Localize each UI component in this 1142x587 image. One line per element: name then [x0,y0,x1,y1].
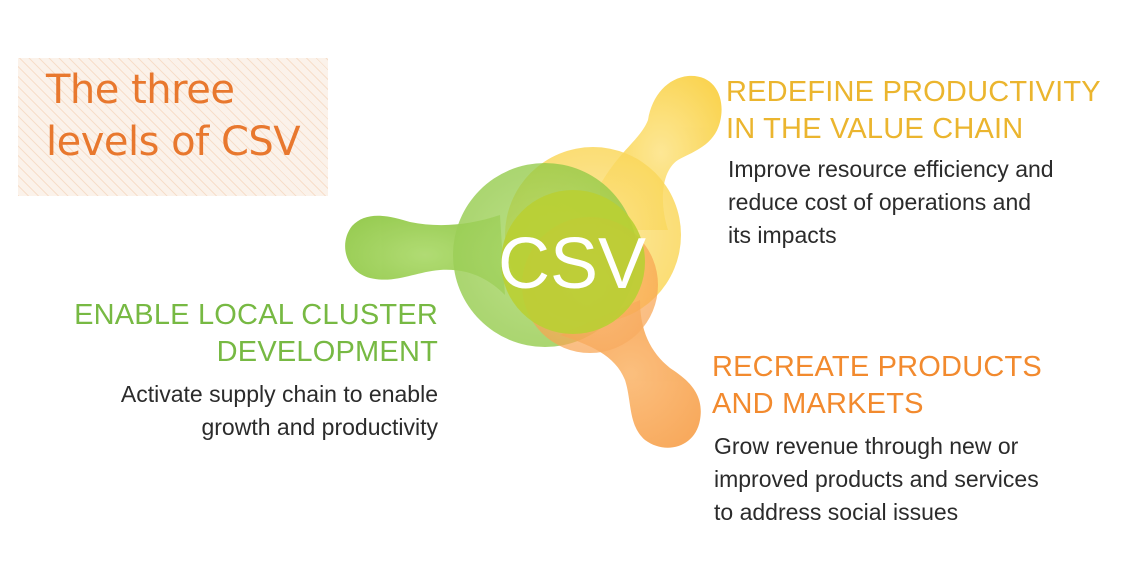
products-heading-1: RECREATE PRODUCTS [712,351,1042,383]
csv-core [501,190,645,334]
cluster-heading-2: DEVELOPMENT [216,336,438,368]
cluster-desc-2: growth and productivity [201,414,438,440]
title-line-1: The three [46,67,235,113]
productivity-heading-2: IN THE VALUE CHAIN [726,113,1024,145]
productivity-desc-3: its impacts [728,222,837,248]
title-box: The three levels of CSV [18,58,328,196]
cluster-heading-1: ENABLE LOCAL CLUSTER [74,299,438,331]
products-desc-2: improved products and services [714,466,1039,492]
products-heading-2: AND MARKETS [712,388,924,420]
products-desc-3: to address social issues [714,499,959,525]
productivity-heading-1: REDEFINE PRODUCTIVITY [726,76,1101,108]
title-line-2: levels of CSV [46,119,301,165]
products-desc-1: Grow revenue through new or [714,433,1019,459]
productivity-desc-1: Improve resource efficiency and [728,156,1054,182]
cluster-desc-1: Activate supply chain to enable [120,381,438,407]
productivity-desc-2: reduce cost of operations and [728,189,1032,215]
csv-center-label: CSV [498,224,646,304]
